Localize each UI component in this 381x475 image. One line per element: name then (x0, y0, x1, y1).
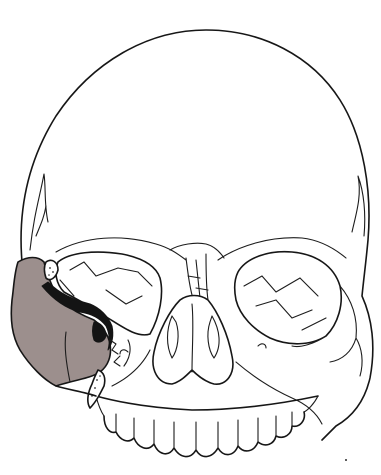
fragment-dot-2 (52, 271, 54, 273)
edge-dot-2 (94, 387, 96, 389)
right-orbit (235, 252, 342, 344)
speck (345, 459, 347, 461)
glabella (170, 243, 224, 258)
left-infraorbital-foramen (120, 350, 128, 354)
nasal-bones (186, 254, 208, 302)
fragment-dot-1 (49, 267, 51, 269)
left-cranial-suture (36, 206, 46, 236)
right-maxilla (236, 362, 322, 424)
alveolar-ridge (96, 396, 318, 410)
right-infraorbital-foramen (258, 344, 266, 348)
edge-dot-4 (99, 375, 101, 377)
left-maxilla (112, 340, 150, 386)
right-temporal-line (352, 176, 365, 236)
fragment-dot-3 (48, 274, 50, 276)
edge-dot-1 (96, 379, 98, 381)
left-temporal-line (30, 174, 48, 250)
fracture-fragment (93, 322, 107, 342)
